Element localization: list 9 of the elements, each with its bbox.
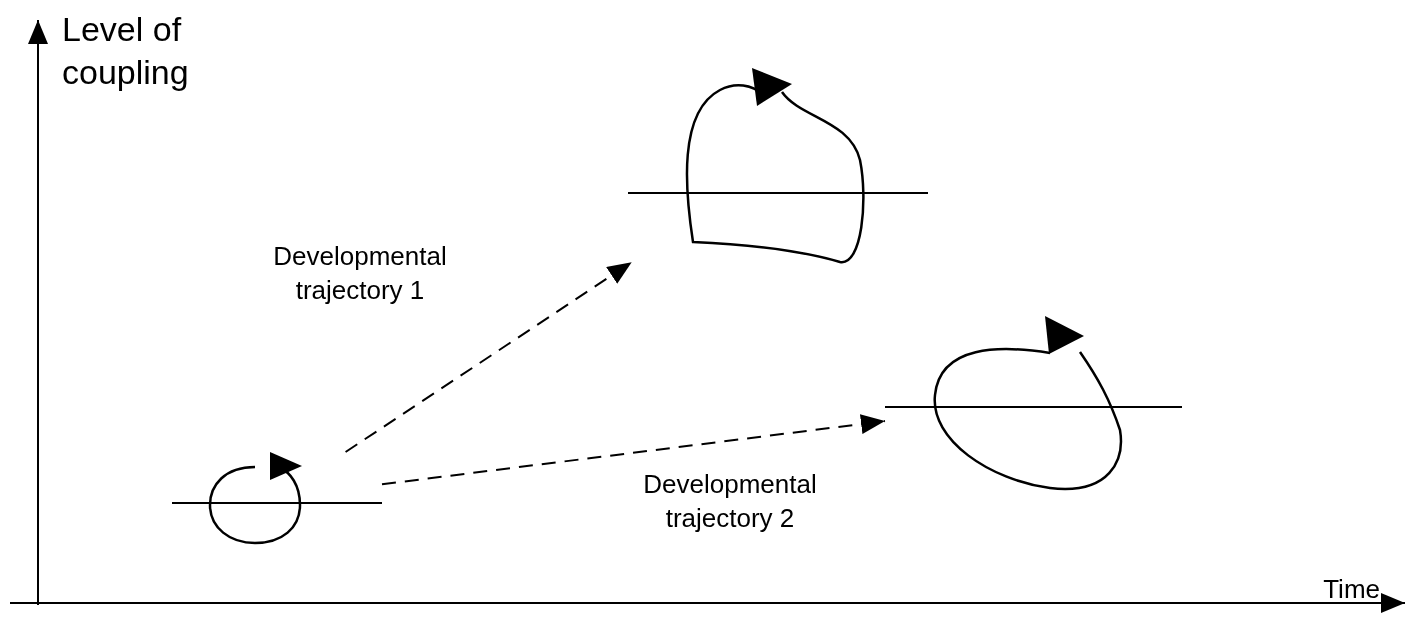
arrow xyxy=(344,261,633,453)
cycle-loop-drawing xyxy=(627,68,929,264)
axis-label: Level of coupling xyxy=(62,9,190,93)
cycle-loop-drawing xyxy=(884,316,1183,491)
cycle-loop-drawing xyxy=(171,452,383,545)
edge-label: Developmental trajectory 2 xyxy=(642,468,818,535)
axis-label: Time xyxy=(1322,573,1380,606)
edge-label: Developmental trajectory 1 xyxy=(272,240,448,307)
arrow xyxy=(381,414,886,486)
